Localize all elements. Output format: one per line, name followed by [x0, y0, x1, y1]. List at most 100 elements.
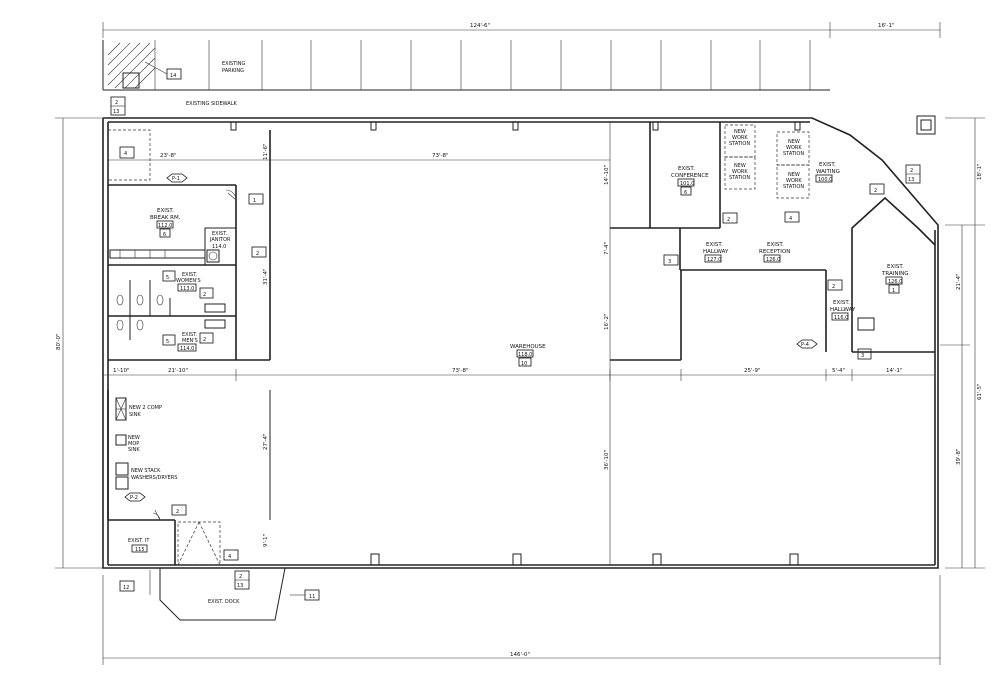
- dim-right-3: 61'-5": [977, 383, 983, 400]
- label-waiting-num: 100.0: [818, 177, 832, 183]
- dim-row-left: 1'-10": [113, 368, 130, 374]
- dim-right-2: 21'-4": [956, 273, 962, 290]
- tag-13-dock: 13: [237, 583, 243, 589]
- tag-11: 11: [309, 594, 315, 600]
- label-ws4-2: WORK: [786, 178, 802, 184]
- label-ws3-1: NEW: [788, 139, 800, 145]
- dim-side-hall: 7'-4": [604, 242, 610, 255]
- office-area: EXIST. CONFERENCE 101.0 6 2 14'-10" NEW …: [604, 122, 936, 361]
- tag-2-top: 2: [115, 100, 118, 106]
- it-room: EXIST. IT 115 2 4 9'-1": [108, 504, 269, 566]
- label-dock: EXIST. DOCK: [208, 599, 240, 605]
- tag-14: 14: [170, 73, 176, 79]
- label-waiting-1: EXIST.: [819, 162, 836, 168]
- tag-13-top: 13: [113, 109, 119, 115]
- label-existing-parking-1: EXISTING: [222, 61, 246, 67]
- label-existing-sidewalk: EXISTING SIDEWALK: [186, 101, 238, 107]
- dim-top-right: 16'-1": [878, 23, 895, 29]
- label-waiting-2: WAITING: [816, 169, 840, 175]
- label-ws3-3: STATION: [783, 151, 804, 157]
- label-hallway1-2: HALLWAY: [703, 249, 729, 255]
- label-break-room-1: EXIST.: [157, 208, 174, 214]
- tag-5-womens: 5: [166, 275, 169, 281]
- dim-top-overall: 124'-6": [470, 23, 490, 29]
- tag-3-hall: 3: [668, 259, 671, 265]
- label-mens-num: 114.0: [180, 346, 194, 352]
- tag-2-waiting-b: 2: [874, 188, 877, 194]
- dim-row-6: 14'-1": [886, 368, 903, 374]
- label-womens-2: WOMEN'S: [176, 278, 201, 284]
- label-womens-num: 113.0: [180, 286, 194, 292]
- dock-area: EXIST. DOCK 12 2 13 11: [119, 567, 320, 621]
- label-warehouse-tag: 10: [521, 361, 527, 367]
- label-ws1-1: NEW: [734, 129, 746, 135]
- label-ws1-2: WORK: [732, 135, 748, 141]
- tag-2-hall2: 2: [832, 284, 835, 290]
- label-mens-1: EXIST.: [182, 332, 198, 338]
- label-reception-1: EXIST.: [767, 242, 784, 248]
- label-existing-parking-2: PARKING: [222, 68, 244, 74]
- label-ws2-3: STATION: [729, 175, 750, 181]
- dim-ware-right: 36'-10": [604, 450, 610, 470]
- right-dimension: 18'-1" 21'-4" 61'-5" 39'-8": [940, 117, 985, 569]
- laundry-area: NEW 2 COMP SINK NEW MOP SINK NEW STACK W…: [107, 390, 271, 520]
- label-it-room-num: 115: [135, 547, 145, 553]
- tag-4-left: 4: [124, 151, 127, 157]
- label-break-room-num: 112.0: [158, 223, 172, 229]
- label-ws2-1: NEW: [734, 163, 746, 169]
- dim-side-left-bot: 9'-1": [263, 534, 269, 547]
- label-comp-sink-2: SINK: [129, 412, 141, 418]
- label-janitor-1: EXIST.: [212, 231, 228, 237]
- label-ws1-3: STATION: [729, 141, 750, 147]
- label-reception-num: 126.0: [766, 257, 780, 263]
- dim-right-1: 18'-1": [977, 163, 983, 180]
- label-conference-2: CONFERENCE: [671, 173, 709, 179]
- label-training-1: EXIST.: [887, 264, 904, 270]
- tag-p2: P-2: [130, 495, 138, 501]
- parking-area: EXISTING PARKING 14: [102, 40, 830, 91]
- label-washers-1: NEW STACK: [131, 468, 161, 474]
- label-warehouse-num: 118.0: [518, 352, 532, 358]
- tag-p4: P-4: [801, 342, 809, 348]
- dim-side-conf: 14'-10": [604, 165, 610, 185]
- tag-4-office: 4: [789, 216, 792, 222]
- label-conference-num: 101.0: [680, 181, 694, 187]
- label-hallway2-num: 116.0: [834, 315, 848, 321]
- dim-side-top-1: 11'-6": [263, 143, 269, 160]
- tag-2-conf: 2: [727, 217, 730, 223]
- label-hallway1-num: 127.0: [707, 257, 721, 263]
- label-ws3-2: WORK: [786, 145, 802, 151]
- label-it-room-1: EXIST. IT: [128, 538, 150, 544]
- dim-side-mid: 16'-2": [604, 313, 610, 330]
- tag-12: 12: [123, 585, 129, 591]
- left-dimension: 80'-0": [55, 117, 103, 569]
- label-training-tag: 1: [892, 288, 895, 294]
- label-hallway2-2: HALLWAY: [830, 307, 856, 313]
- building-outline: [102, 115, 939, 569]
- tag-1: 1: [253, 198, 256, 204]
- label-mop-sink-1: NEW: [128, 435, 140, 441]
- dim-side-left-low: 27'-4": [263, 433, 269, 450]
- tag-2-it: 2: [176, 509, 179, 515]
- dim-warehouse-width-top: 73'-8": [432, 153, 449, 159]
- tag-2-dock: 2: [239, 574, 242, 580]
- bottom-dimension: 146'-0": [102, 575, 941, 665]
- dim-bottom-overall: 146'-0": [510, 652, 530, 658]
- row-dimension: 1'-10" 21'-10" 73'-8" 25'-9" 5'-4" 14'-1…: [103, 368, 936, 381]
- tag-2-waiting: 2: [910, 168, 913, 174]
- dim-row-2: 21'-10": [168, 368, 188, 374]
- label-ws4-3: STATION: [783, 184, 804, 190]
- dim-row-5: 5'-4": [832, 368, 845, 374]
- label-reception-2: RECEPTION: [759, 249, 790, 255]
- top-dimension: 124'-6" 16'-1": [102, 22, 941, 38]
- warehouse: WAREHOUSE 118.0 10 36'-10": [510, 122, 611, 565]
- tag-4-bottom: 4: [228, 554, 231, 560]
- label-warehouse: WAREHOUSE: [510, 344, 546, 350]
- left-rooms: 4 23'-8" 73'-8" 11'-6" P-1 EXIST. BREAK …: [107, 129, 610, 361]
- tag-13-waiting: 13: [908, 177, 914, 183]
- label-break-room-tag: 6: [163, 232, 166, 238]
- label-mens-2: MEN'S: [182, 338, 198, 344]
- tag-2-mens: 2: [203, 337, 206, 343]
- label-ws2-2: WORK: [732, 169, 748, 175]
